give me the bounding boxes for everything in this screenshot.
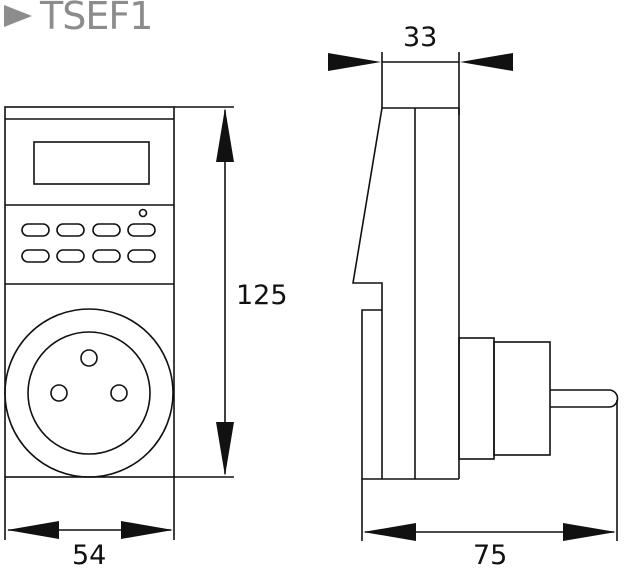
depth-total-label: 75: [473, 540, 508, 571]
height-dimension: [174, 106, 234, 478]
plug-pin: [550, 389, 619, 408]
side-view: [352, 107, 619, 480]
product-title-text: TSEF1: [40, 0, 153, 38]
indicator-led-icon: [138, 208, 148, 218]
depth-body-dimension: [328, 52, 513, 115]
socket-hole-icon: [50, 384, 68, 402]
socket-pin-icon: [80, 349, 98, 367]
width-dimension: [4, 477, 175, 540]
socket-hole-icon: [110, 384, 128, 402]
lcd-display: [33, 141, 150, 185]
plug-body: [493, 341, 551, 456]
triangle-marker-icon: [4, 4, 32, 27]
keypad-buttons: [21, 223, 156, 263]
height-label: 125: [236, 280, 288, 311]
plug-collar: [458, 337, 495, 460]
socket-outer-ring: [4, 308, 174, 478]
width-label: 54: [72, 540, 107, 571]
depth-body-label: 33: [403, 22, 438, 53]
socket-inner-ring: [27, 331, 151, 455]
front-view: [4, 106, 175, 478]
depth-total-dimension: [361, 400, 618, 541]
product-title: TSEF1: [4, 0, 153, 38]
